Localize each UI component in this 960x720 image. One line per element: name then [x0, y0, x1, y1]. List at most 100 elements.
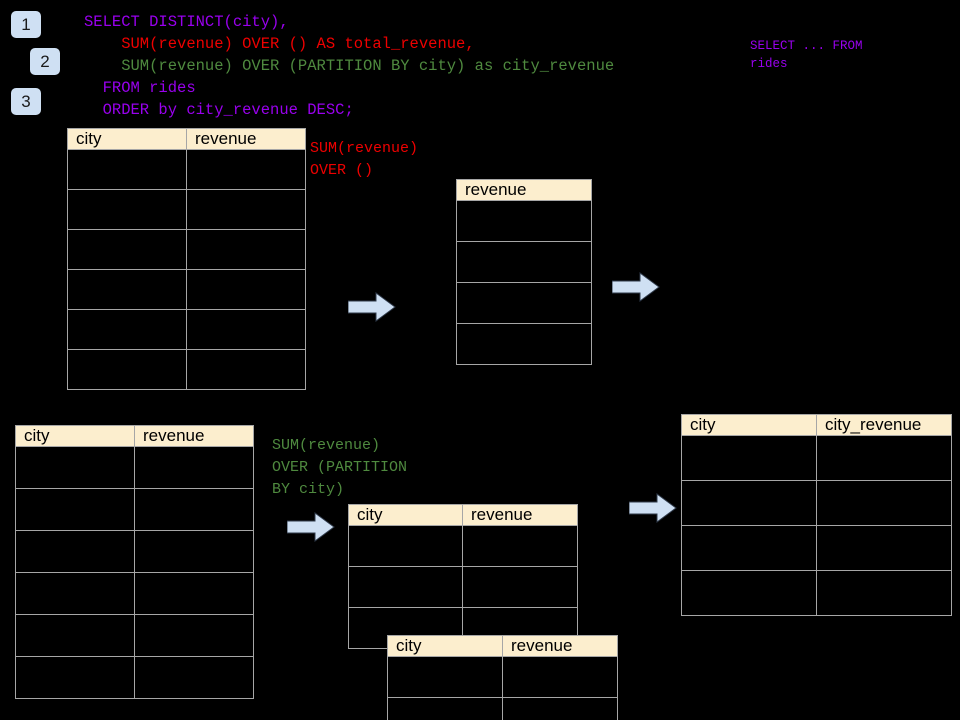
table-row	[387, 656, 618, 698]
table-row	[456, 241, 592, 283]
step-badge-2[interactable]: 2	[30, 48, 60, 75]
table-row	[387, 697, 618, 720]
table-cell	[186, 309, 306, 350]
column-header-city: city	[681, 414, 817, 436]
column-header-revenue: revenue	[134, 425, 254, 447]
table-cell	[681, 480, 817, 526]
table-cell	[186, 349, 306, 390]
table-row	[15, 656, 254, 699]
table-cell	[186, 229, 306, 270]
table-header-row: city revenue	[15, 425, 254, 447]
table-row	[67, 349, 306, 390]
table-header-row: city revenue	[348, 504, 578, 526]
table-cell	[15, 614, 135, 657]
table-cell	[681, 570, 817, 616]
column-header-city: city	[67, 128, 187, 150]
annotation-over-empty: SUM(revenue) OVER ()	[310, 140, 419, 179]
table-cell	[186, 149, 306, 190]
sql-line-total-revenue: SUM(revenue) OVER () AS total_revenue,	[84, 35, 475, 53]
table-cell	[186, 189, 306, 230]
table-row	[15, 488, 254, 531]
table-row	[15, 530, 254, 573]
table-row	[456, 200, 592, 242]
table-cell	[67, 269, 187, 310]
table-row	[67, 149, 306, 190]
arrow-source-to-total	[348, 292, 396, 322]
column-header-revenue: revenue	[186, 128, 306, 150]
total-revenue-table: revenue	[456, 179, 592, 365]
table-row	[681, 480, 952, 526]
table-cell	[502, 697, 618, 720]
sql-line-select: SELECT DISTINCT(city),	[84, 13, 289, 31]
table-row	[67, 189, 306, 230]
table-cell	[15, 488, 135, 531]
column-header-revenue: revenue	[456, 179, 592, 201]
select-from-rides-callout: SELECT ... FROM rides	[750, 39, 863, 71]
table-header-row: city revenue	[67, 128, 306, 150]
table-cell	[816, 525, 952, 571]
arrow-source-to-partition	[287, 512, 335, 542]
column-header-revenue: revenue	[502, 635, 618, 657]
table-cell	[816, 570, 952, 616]
table-header-row: city city_revenue	[681, 414, 952, 436]
column-header-revenue: revenue	[462, 504, 578, 526]
sql-line-city-revenue: SUM(revenue) OVER (PARTITION BY city) as…	[84, 57, 615, 75]
table-row	[67, 229, 306, 270]
table-cell	[816, 480, 952, 526]
table-cell	[348, 525, 463, 567]
table-row	[681, 570, 952, 616]
table-cell	[134, 446, 254, 489]
column-header-city: city	[387, 635, 503, 657]
table-cell	[134, 530, 254, 573]
table-cell	[134, 614, 254, 657]
table-row	[681, 525, 952, 571]
table-row	[67, 309, 306, 350]
table-cell	[387, 697, 503, 720]
table-row	[348, 566, 578, 608]
table-cell	[681, 435, 817, 481]
table-row	[15, 614, 254, 657]
table-cell	[502, 656, 618, 698]
table-row	[348, 525, 578, 567]
column-header-city-revenue: city_revenue	[816, 414, 952, 436]
table-cell	[462, 566, 578, 608]
step-badge-1[interactable]: 1	[11, 11, 41, 38]
table-cell	[15, 446, 135, 489]
column-header-city: city	[15, 425, 135, 447]
table-row	[67, 269, 306, 310]
table-cell	[456, 323, 592, 365]
partition-table-front: city revenue	[387, 635, 618, 720]
table-cell	[134, 656, 254, 699]
arrow-partition-to-result	[629, 493, 677, 523]
arrow-total-to-result	[612, 272, 660, 302]
table-cell	[348, 566, 463, 608]
table-header-row: city revenue	[387, 635, 618, 657]
table-cell	[816, 435, 952, 481]
step-badge-3[interactable]: 3	[11, 88, 41, 115]
sql-line-from: FROM rides	[84, 79, 196, 97]
table-cell	[67, 189, 187, 230]
table-cell	[456, 241, 592, 283]
rides-source-table-2: city revenue	[15, 425, 254, 699]
table-cell	[15, 530, 135, 573]
table-cell	[134, 488, 254, 531]
table-cell	[67, 149, 187, 190]
column-header-city: city	[348, 504, 463, 526]
table-cell	[456, 200, 592, 242]
table-cell	[186, 269, 306, 310]
partition-table-back: city revenue	[348, 504, 578, 649]
sql-line-order-by: ORDER by city_revenue DESC;	[84, 101, 354, 119]
annotation-over-partition: SUM(revenue) OVER (PARTITION BY city)	[272, 437, 408, 498]
table-cell	[67, 349, 187, 390]
table-cell	[456, 282, 592, 324]
table-row	[456, 282, 592, 324]
table-cell	[67, 309, 187, 350]
table-row	[681, 435, 952, 481]
table-header-row: revenue	[456, 179, 592, 201]
table-cell	[681, 525, 817, 571]
table-row	[456, 323, 592, 365]
table-row	[15, 446, 254, 489]
table-cell	[15, 656, 135, 699]
table-row	[15, 572, 254, 615]
table-cell	[15, 572, 135, 615]
